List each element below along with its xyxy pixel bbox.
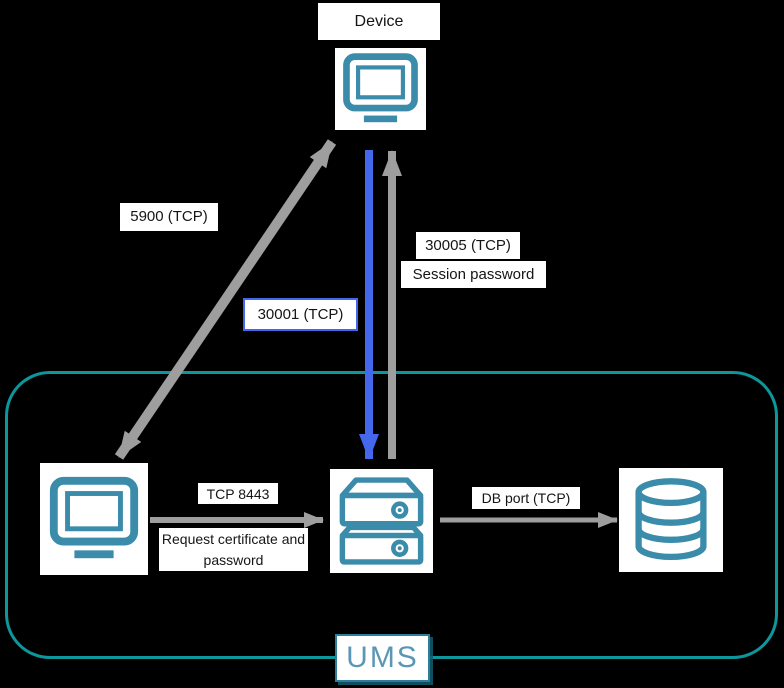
edge-label-console-to-server-port: TCP 8443	[198, 483, 278, 504]
edge-label-device-to-server-port: 30001 (TCP)	[243, 298, 358, 331]
ums-group-label-text: UMS	[346, 641, 419, 674]
server-icon	[339, 477, 424, 565]
edge-label-vnc-port: 5900 (TCP)	[120, 203, 218, 231]
edge-label-db-port: DB port (TCP)	[472, 487, 580, 509]
database-icon	[635, 478, 707, 561]
edge-label-session-password: Session password	[401, 261, 546, 288]
ums-console-node	[40, 463, 148, 575]
device-label: Device	[318, 3, 440, 40]
edge-label-server-to-device-port: 30005 (TCP)	[416, 232, 520, 259]
ums-server-node	[330, 469, 433, 573]
ums-group-label: UMS	[335, 634, 430, 682]
monitor-icon	[343, 53, 418, 123]
database-node	[619, 468, 723, 572]
device-node	[335, 48, 426, 130]
monitor-icon	[49, 476, 139, 559]
edge-label-request-certificate: Request certificate and password	[159, 528, 308, 571]
